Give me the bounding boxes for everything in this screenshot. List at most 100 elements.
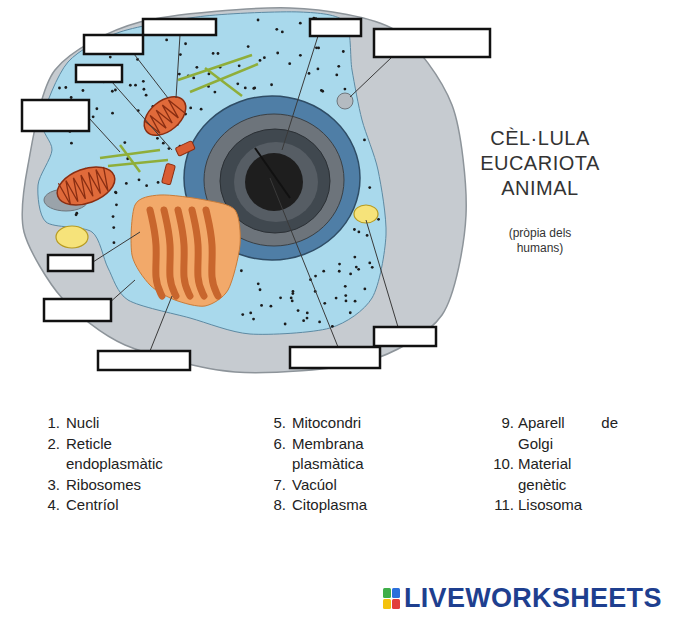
ribosome-dot xyxy=(377,218,380,221)
centriole xyxy=(162,163,176,185)
ribosome-dot xyxy=(317,47,320,50)
ribosome-dot xyxy=(281,31,284,34)
ribosome-dot xyxy=(314,275,317,278)
leader-line xyxy=(150,296,172,351)
ribosome-dot xyxy=(257,282,260,285)
answer-box xyxy=(22,100,89,131)
ribosome-dot xyxy=(244,87,247,90)
ribosome-dot xyxy=(263,56,266,59)
ribosome-dot xyxy=(212,52,215,55)
ribosome-dot xyxy=(114,89,117,92)
ribosome-dot xyxy=(112,226,115,229)
ribosome-dot xyxy=(113,241,116,244)
ribosome-dot xyxy=(82,89,85,92)
answer-box xyxy=(44,299,111,321)
ribosome-dot xyxy=(92,115,95,118)
ribosome-dot xyxy=(129,84,132,87)
ribosome-dot xyxy=(349,311,352,314)
ribosome-dot xyxy=(368,262,371,265)
cristae xyxy=(144,97,184,135)
ribosome-dot xyxy=(114,191,117,194)
ribosome-dot xyxy=(344,294,347,297)
list-item: Membrana plasmàtica xyxy=(292,434,392,475)
ribosome-dot xyxy=(306,317,309,320)
ribosome-dot xyxy=(331,325,334,328)
list-number: 3. xyxy=(34,475,60,496)
ribosome-dot xyxy=(58,87,61,90)
ribosome-dot xyxy=(275,28,278,31)
centriole xyxy=(175,141,195,157)
ribosome-dot xyxy=(142,80,145,83)
ribosome-dot xyxy=(192,76,195,79)
list-item: Citoplasma xyxy=(292,495,392,516)
list-item: Centríol xyxy=(66,495,191,516)
ribosome-dot xyxy=(270,305,273,308)
ribosome-dot xyxy=(302,319,305,322)
logo-icon xyxy=(392,599,400,609)
list-number: 5. xyxy=(260,413,286,434)
ribosome-dot xyxy=(109,56,112,59)
ribosome-dot xyxy=(320,89,323,92)
answer-box xyxy=(48,255,93,271)
ribosome-dot xyxy=(291,300,294,303)
chromatin-line xyxy=(255,148,290,198)
ribosome-dot xyxy=(145,184,148,187)
ribosome-dot xyxy=(288,62,291,65)
ribosome-dot xyxy=(306,312,309,315)
nucleoplasm xyxy=(234,142,318,222)
ribosome-dot xyxy=(247,45,250,48)
ribosome-dot xyxy=(213,91,216,94)
logo-icon xyxy=(383,599,391,609)
ribosome-dot xyxy=(134,84,137,87)
list-number: 8. xyxy=(260,495,286,516)
ribosome-dot xyxy=(335,297,338,300)
ribosome-dot xyxy=(125,182,128,185)
ribosome-dot xyxy=(344,285,347,288)
ribosome-dot xyxy=(195,66,198,69)
leader-line xyxy=(350,57,392,97)
ribosome-dot xyxy=(75,213,78,216)
answer-box xyxy=(374,29,490,57)
ribosome-dot xyxy=(259,288,262,291)
ribosome-dot xyxy=(353,256,356,259)
golgi-cisterna xyxy=(206,210,218,296)
answer-box xyxy=(374,327,436,346)
microtubule xyxy=(120,145,140,172)
logo-icon xyxy=(383,588,391,598)
ribosome-dot xyxy=(257,19,260,22)
golgi-cisterna xyxy=(164,210,176,296)
list-number: 11. xyxy=(484,495,514,516)
mitochondrion xyxy=(137,89,193,143)
ribosome-dot xyxy=(366,234,369,237)
leader-line xyxy=(366,220,398,327)
list-number: 2. xyxy=(34,434,60,455)
ribosome-dot xyxy=(355,266,358,269)
ribosome-dot xyxy=(357,268,360,271)
ribosome-dot xyxy=(200,108,203,111)
list-item: Vacúol xyxy=(292,475,392,496)
ribosome-dot xyxy=(322,270,325,273)
ribosome-dot xyxy=(342,50,345,53)
ribosome-dot xyxy=(317,68,320,71)
watermark: LIVEWORKSHEETS xyxy=(404,583,662,613)
answer-box xyxy=(143,19,216,35)
ribosome-dot xyxy=(217,52,220,55)
cell-membrane xyxy=(22,8,466,373)
cytoplasm xyxy=(38,12,386,335)
title: CÈL·LULA EUCARIOTA ANIMAL xyxy=(465,126,615,201)
ribosome-dot xyxy=(111,90,114,93)
ribosome-dot xyxy=(145,94,148,97)
ribosome-dot xyxy=(338,263,341,266)
list-number: 10. xyxy=(484,454,514,475)
ribosome-dot xyxy=(70,96,73,99)
ribosome-dot xyxy=(335,74,338,77)
ribosome-dot xyxy=(184,42,187,45)
list-number: 7. xyxy=(260,475,286,496)
golgi-cisterna xyxy=(178,210,190,296)
microtubule xyxy=(108,160,168,166)
microtubule xyxy=(190,64,258,92)
ribosome-dot xyxy=(157,181,160,184)
list-item: Material genètic xyxy=(518,454,618,495)
list-number: 4. xyxy=(34,495,60,516)
